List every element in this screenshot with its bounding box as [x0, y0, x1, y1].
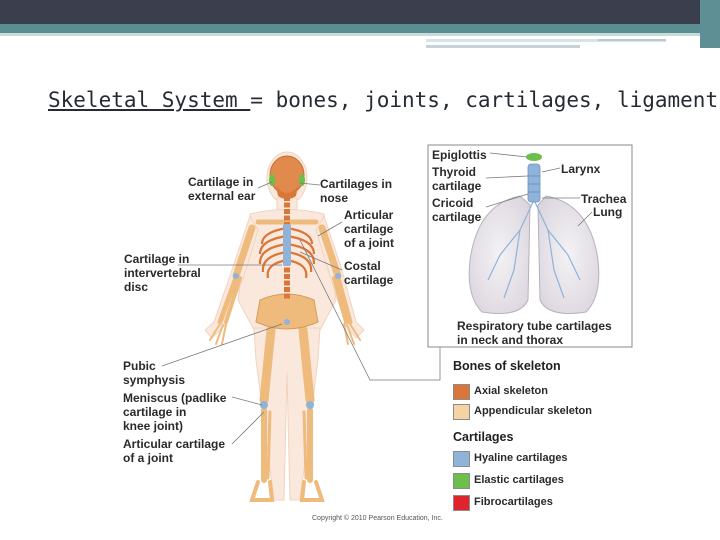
label-larynx: Larynx	[561, 162, 601, 176]
legend-heading-bones: Bones of skeleton	[453, 359, 561, 373]
label-trachea: Trachea	[581, 192, 627, 206]
inset-leader-lines	[485, 152, 593, 227]
label-lung: Lung	[593, 205, 623, 219]
legend-label-axial: Axial skeleton	[474, 385, 548, 397]
legend-label-elastic: Elastic cartilages	[474, 474, 564, 486]
corner-decoration	[700, 0, 720, 48]
leader-lines	[161, 181, 441, 445]
legend-swatch-appendicular	[453, 404, 470, 420]
decorative-line	[426, 39, 666, 42]
hyaline-cartilage-marks	[233, 224, 341, 409]
slide-title-rest: = bones, joints, cartilages, ligaments	[250, 88, 720, 112]
header-accent-line	[0, 33, 700, 36]
pelvis	[255, 293, 319, 330]
header-accent-bar	[0, 24, 700, 33]
copyright-notice: Copyright © 2010 Pearson Education, Inc.	[312, 515, 443, 522]
slide-title: Skeletal System = bones, joints, cartila…	[48, 88, 720, 112]
legend-swatch-fibro	[453, 495, 470, 511]
appendicular-skeleton	[209, 219, 361, 502]
legend-label-appendicular: Appendicular skeleton	[474, 405, 592, 417]
slide-title-underlined: Skeletal System	[48, 88, 251, 112]
label-epiglottis: Epiglottis	[432, 148, 487, 162]
legend-swatch-axial	[453, 384, 470, 400]
legend-label-hyaline: Hyaline cartilages	[474, 452, 568, 464]
decorative-line	[598, 39, 666, 41]
legend-label-fibro: Fibrocartilages	[474, 496, 553, 508]
legend-swatch-elastic	[453, 473, 470, 489]
decorative-line	[426, 45, 580, 48]
legend-heading-cartilages: Cartilages	[453, 430, 514, 444]
header-bar	[0, 0, 700, 24]
legend-swatch-hyaline	[453, 451, 470, 467]
lungs-illustration	[468, 153, 600, 314]
